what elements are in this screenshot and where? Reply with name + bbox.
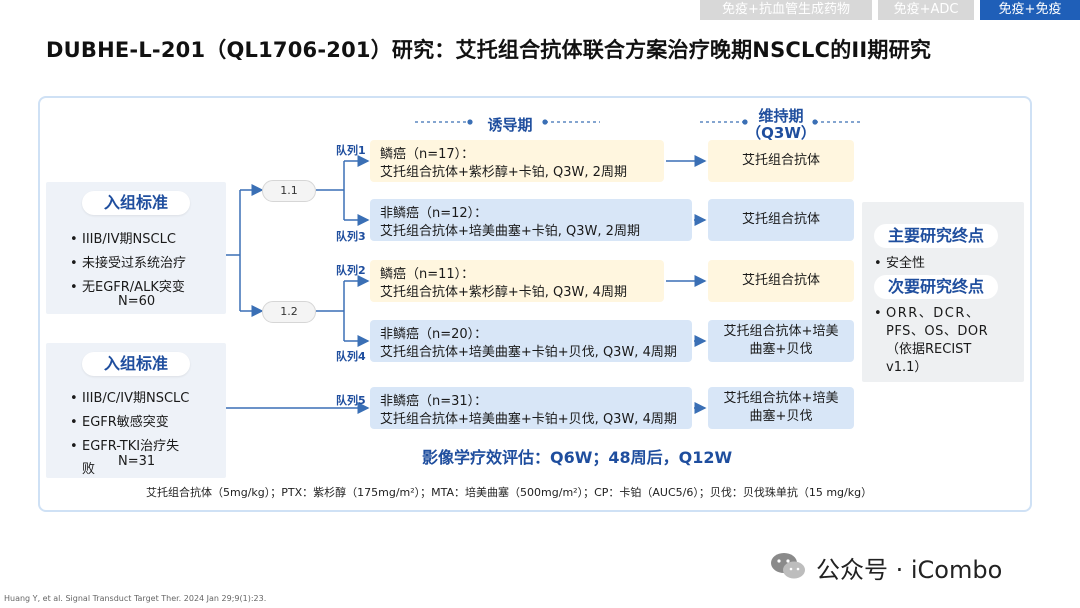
maintenance-cohort-3: 艾托组合抗体: [708, 199, 854, 241]
maintenance-cohort-2: 艾托组合抗体: [708, 260, 854, 302]
primary-endpoint-header: 主要研究终点: [874, 224, 998, 248]
criteria-2-sample-size: N=31: [118, 454, 156, 469]
inclusion-criteria-header-1: 入组标准: [82, 191, 190, 215]
induction-arm-cohort-1: 鳞癌（n=17）：艾托组合抗体+紫杉醇+卡铂, Q3W, 2周期: [370, 140, 664, 182]
criteria-2-item-3: •EGFR-TKI治疗失: [70, 439, 180, 454]
secondary-endpoint-header: 次要研究终点: [874, 275, 998, 299]
cohort-label-5: 队列5: [336, 394, 366, 407]
wechat-icon: [768, 550, 808, 582]
maintenance-phase-label: 维持期: [758, 107, 804, 125]
criteria-2-item-4: 败: [82, 462, 96, 477]
dosing-footnote: 艾托组合抗体（5mg/kg）；PTX：紫杉醇（175mg/m²）；MTA：培美曲…: [146, 486, 873, 499]
tab-immuno-adc[interactable]: 免疫+ADC: [878, 0, 974, 20]
randomization-ratio-1: 1.1: [262, 180, 316, 202]
cohort-label-1: 队列1: [336, 144, 366, 157]
secondary-endpoint-line-2: PFS、OS、DOR: [886, 324, 989, 339]
induction-arm-cohort-5: 非鳞癌（n=31）：艾托组合抗体+培美曲塞+卡铂+贝伐, Q3W, 4周期: [370, 387, 692, 429]
induction-arm-cohort-3: 非鳞癌（n=12）：艾托组合抗体+培美曲塞+卡铂, Q3W, 2周期: [370, 199, 692, 241]
secondary-endpoint-line-1: •ORR、DCR、: [874, 306, 981, 321]
cohort-label-3: 队列3: [336, 230, 366, 243]
tab-immuno-immuno[interactable]: 免疫+免疫: [980, 0, 1080, 20]
maintenance-cohort-5: 艾托组合抗体+培美曲塞+贝伐: [708, 387, 854, 429]
criteria-1-item-2: •未接受过系统治疗: [70, 256, 187, 271]
imaging-assessment: 影像学疗效评估：Q6W；48周后，Q12W: [422, 448, 733, 467]
maintenance-cohort-4: 艾托组合抗体+培美曲塞+贝伐: [708, 320, 854, 362]
page-title: DUBHE-L-201（QL1706-201）研究：艾托组合抗体联合方案治疗晚期…: [46, 38, 932, 62]
induction-arm-cohort-4: 非鳞癌（n=20）：艾托组合抗体+培美曲塞+卡铂+贝伐, Q3W, 4周期: [370, 320, 692, 362]
secondary-endpoint-line-3: （依据RECIST: [886, 342, 972, 357]
criteria-1-sample-size: N=60: [118, 294, 156, 309]
induction-phase-label: 诱导期: [487, 116, 533, 134]
watermark-text: 公众号 · iCombo: [816, 556, 1003, 584]
criteria-1-item-1: •IIIB/IV期NSCLC: [70, 232, 176, 247]
criteria-1-item-3: •无EGFR/ALK突变: [70, 280, 185, 295]
secondary-endpoint-line-4: v1.1）: [886, 360, 928, 375]
primary-endpoint-item: •安全性: [874, 256, 926, 271]
induction-arm-cohort-2: 鳞癌（n=11）：艾托组合抗体+紫杉醇+卡铂, Q3W, 4周期: [370, 260, 664, 302]
maintenance-cohort-1: 艾托组合抗体: [708, 140, 854, 182]
tab-immuno-antiangiogenic[interactable]: 免疫+抗血管生成药物: [700, 0, 872, 20]
criteria-2-item-1: •IIIB/C/IV期NSCLC: [70, 391, 190, 406]
inclusion-criteria-header-2: 入组标准: [82, 352, 190, 376]
cohort-label-2: 队列2: [336, 264, 366, 277]
randomization-ratio-2: 1.2: [262, 301, 316, 323]
maintenance-phase-schedule: （Q3W）: [746, 124, 816, 142]
citation: Huang Y, et al. Signal Transduct Target …: [4, 594, 267, 603]
cohort-label-4: 队列4: [336, 350, 366, 363]
criteria-2-item-2: •EGFR敏感突变: [70, 415, 169, 430]
